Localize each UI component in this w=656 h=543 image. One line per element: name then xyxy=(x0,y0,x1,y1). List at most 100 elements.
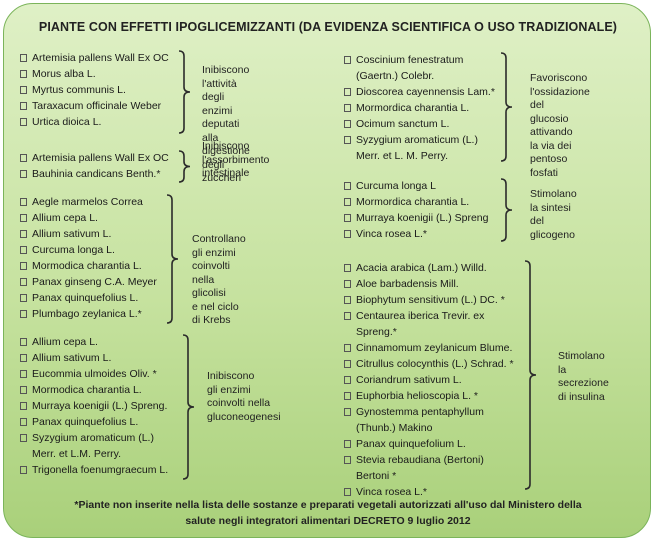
effect-line: glucosio attivando xyxy=(530,112,573,139)
plant-name: Morus alba L. xyxy=(32,68,96,80)
plant-name: Panax quinquefolium L. xyxy=(356,438,466,450)
checkbox-glyph-icon xyxy=(20,309,27,318)
plant-item: Allium cepa L. xyxy=(20,334,168,350)
plant-item: Panax quinquefolius L. xyxy=(20,414,168,430)
checkbox-glyph-icon xyxy=(344,213,351,222)
plant-name: Mormodica charantia L. xyxy=(32,260,142,272)
checkbox-glyph-icon xyxy=(344,197,351,206)
curly-brace-icon xyxy=(178,150,192,183)
checkbox-glyph-icon xyxy=(344,263,351,272)
plant-item: Aegle marmelos Correa xyxy=(20,194,157,210)
checkbox-glyph-icon xyxy=(20,245,27,254)
checkbox-glyph-icon xyxy=(20,53,27,62)
checkbox-glyph-icon xyxy=(344,103,351,112)
plant-name: Mormordica charantia L. xyxy=(356,102,470,114)
plant-item: Morus alba L. xyxy=(20,66,169,82)
plant-name: Allium cepa L. xyxy=(32,336,98,348)
checkbox-glyph-icon xyxy=(20,117,27,126)
checkbox-glyph-icon xyxy=(20,433,27,442)
plant-name: Allium cepa L. xyxy=(32,212,98,224)
checkbox-glyph-icon xyxy=(20,197,27,206)
plant-name: Artemisia pallens Wall Ex OC xyxy=(32,52,169,64)
plant-item: Mormordica charantia L. xyxy=(344,100,495,116)
plant-item: Centaurea iberica Trevir. ex xyxy=(344,308,514,324)
checkbox-glyph-icon xyxy=(344,55,351,64)
plant-name: Acacia arabica (Lam.) Willd. xyxy=(356,262,487,274)
checkbox-glyph-icon xyxy=(344,391,351,400)
plant-name: Curcuma longa L xyxy=(356,180,436,192)
plant-item: Syzygium aromaticum (L.) xyxy=(344,132,495,148)
plant-name: Allium sativum L. xyxy=(32,352,112,364)
checkbox-glyph-icon xyxy=(344,455,351,464)
plant-name: Stevia rebaudiana (Bertoni) xyxy=(356,454,484,466)
effect-line: Favoriscono xyxy=(530,72,588,84)
effect-line: la secrezione xyxy=(558,363,609,390)
effect-line: Controllano gli enzimi xyxy=(192,233,246,259)
effect-line: Inibiscono xyxy=(202,140,250,152)
plant-item: (Gaertn.) Colebr. xyxy=(344,68,495,84)
plant-list: Acacia arabica (Lam.) Willd.Aloe barbade… xyxy=(344,260,514,500)
plant-name: Mormodica charantia L. xyxy=(32,384,142,396)
plant-name: Biophytum sensitivum (L.) DC. * xyxy=(356,294,505,306)
plant-item: Trigonella foenumgraecum L. xyxy=(20,462,168,478)
plant-item: Dioscorea cayennensis Lam.* xyxy=(344,84,495,100)
plant-item: Acacia arabica (Lam.) Willd. xyxy=(344,260,514,276)
checkbox-glyph-icon xyxy=(344,87,351,96)
plant-item: Stevia rebaudiana (Bertoni) xyxy=(344,452,514,468)
plant-item: Biophytum sensitivum (L.) DC. * xyxy=(344,292,514,308)
plant-item: Vinca rosea L.* xyxy=(344,226,488,242)
checkbox-glyph-icon xyxy=(20,169,27,178)
plant-item: Merr. et L.M. Perry. xyxy=(20,446,168,462)
plant-item: Urtica dioica L. xyxy=(20,114,169,130)
curly-brace-icon xyxy=(166,194,180,324)
checkbox-glyph-icon xyxy=(344,375,351,384)
plant-name: Citrullus colocynthis (L.) Schrad. * xyxy=(356,358,514,370)
plant-item: Taraxacum officinale Weber xyxy=(20,98,169,114)
checkbox-glyph-icon xyxy=(20,353,27,362)
plant-name: Merr. et L. M. Perry. xyxy=(356,150,448,162)
plant-name: Artemisia pallens Wall Ex OC xyxy=(32,152,169,164)
effect-line: di insulina xyxy=(558,390,605,403)
plant-item: Allium cepa L. xyxy=(20,210,157,226)
checkbox-glyph-icon xyxy=(344,229,351,238)
checkbox-glyph-icon xyxy=(344,181,351,190)
plant-item: Bertoni * xyxy=(344,468,514,484)
effect-line: la via dei pentoso xyxy=(530,139,572,166)
effect-line: intestinale xyxy=(202,167,250,179)
effect-line: gli enzimi xyxy=(207,383,251,396)
effect-line: fosfati xyxy=(530,166,559,179)
effect-line: la sintesi del xyxy=(530,201,571,228)
plant-item: Cinnamomum zeylanicum Blume. xyxy=(344,340,514,356)
plant-name: Eucommia ulmoides Oliv. * xyxy=(32,368,157,380)
checkbox-glyph-icon xyxy=(20,337,27,346)
plant-item: Murraya koenigii (L.) Spreng. xyxy=(20,398,168,414)
checkbox-glyph-icon xyxy=(344,295,351,304)
plant-item: Euphorbia helioscopia L. * xyxy=(344,388,514,404)
plant-item: Merr. et L. M. Perry. xyxy=(344,148,495,164)
plant-name: Vinca rosea L.* xyxy=(356,228,428,240)
curly-brace-icon xyxy=(182,334,196,480)
plant-item: (Thunb.) Makino xyxy=(344,420,514,436)
plant-item: Mormodica charantia L. xyxy=(20,382,168,398)
plant-name: Urtica dioica L. xyxy=(32,116,102,128)
plant-item: Allium sativum L. xyxy=(20,350,168,366)
effect-line: Inibiscono l'attività xyxy=(202,64,250,90)
plant-item: Vinca rosea L.* xyxy=(344,484,514,500)
footnote-line-2: salute negli integratori alimentari DECR… xyxy=(185,515,471,527)
effect-line: l'ossidazione del xyxy=(530,85,590,112)
plant-name: Plumbago zeylanica L.* xyxy=(32,308,142,320)
plant-item: Panax quinquefolium L. xyxy=(344,436,514,452)
checkbox-glyph-icon xyxy=(20,293,27,302)
plant-name: Syzygium aromaticum (L.) xyxy=(356,134,478,146)
plant-name: Euphorbia helioscopia L. * xyxy=(356,390,479,402)
plant-name: Centaurea iberica Trevir. ex xyxy=(356,310,485,322)
plant-name: (Gaertn.) Colebr. xyxy=(356,70,435,82)
curly-brace-icon xyxy=(500,178,514,242)
plant-item: Mormordica charantia L. xyxy=(344,194,488,210)
effect-line: zuccheri xyxy=(202,172,242,184)
